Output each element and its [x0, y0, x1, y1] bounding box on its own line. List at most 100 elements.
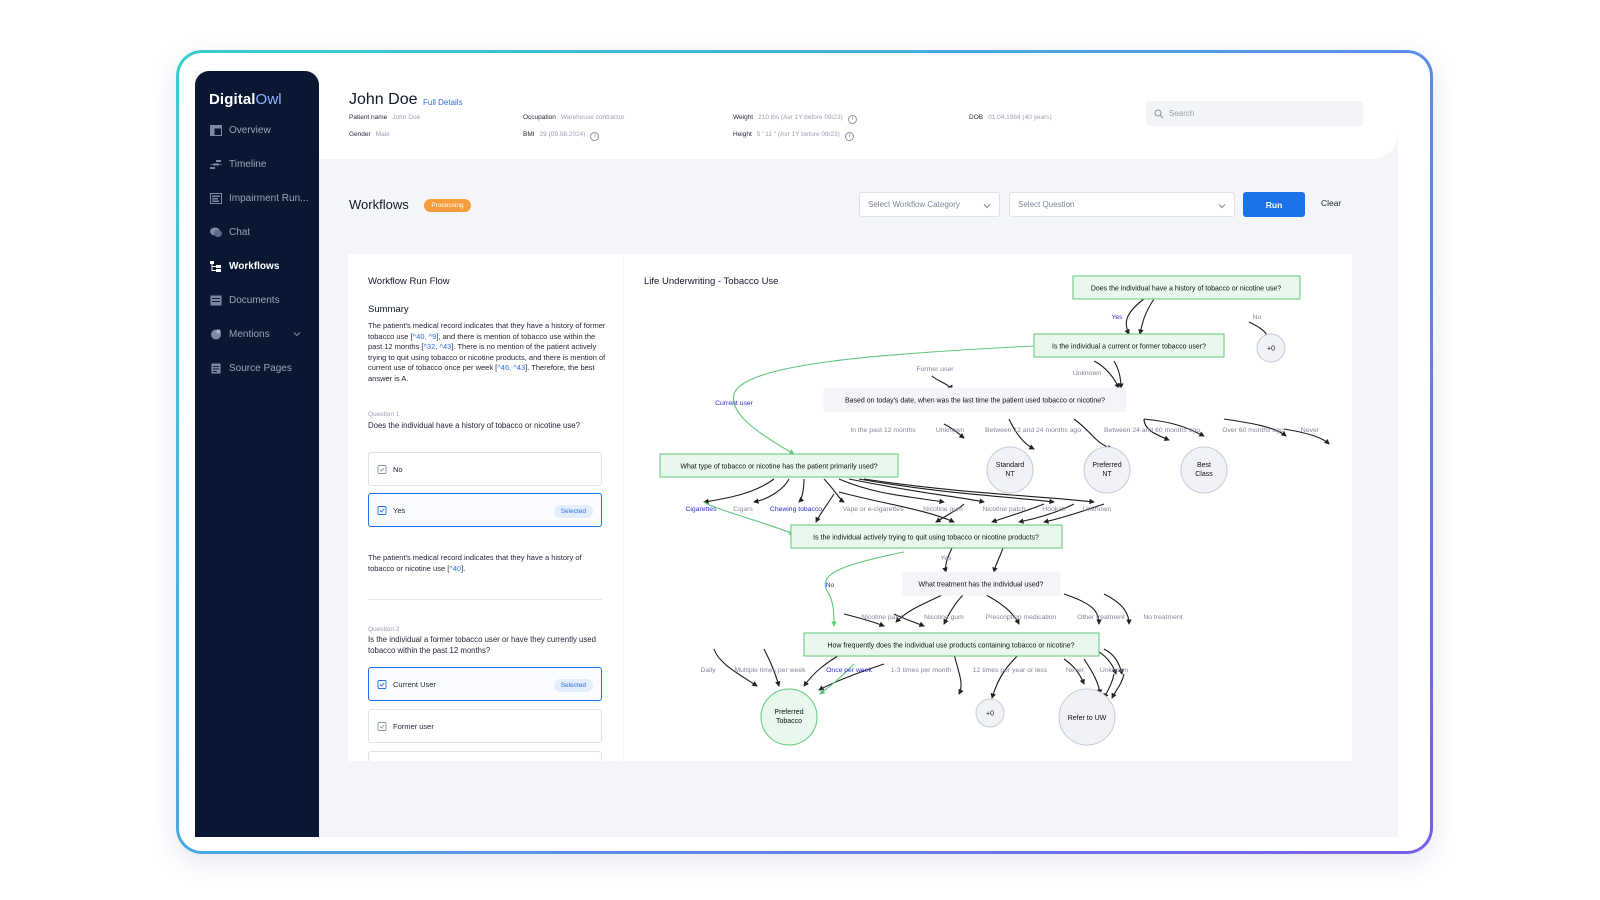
citation-link[interactable]: ^46, ^43 [497, 363, 526, 372]
question-select[interactable]: Select Question [1009, 192, 1235, 217]
edge-label: Yes [940, 555, 952, 562]
app-frame: DigitalOwl Overview Timeline Impairment … [176, 50, 1433, 854]
run-button[interactable]: Run [1243, 192, 1305, 217]
outcome-refer-to-uw[interactable]: Refer to UW [1058, 688, 1116, 746]
search-input[interactable]: Search [1146, 101, 1363, 126]
node-type-question[interactable]: What type of tobacco or nicotine has the… [659, 453, 899, 478]
node-frequency-question[interactable]: How frequently does the individual use p… [803, 632, 1100, 657]
citation-link[interactable]: ^32, ^43 [423, 342, 452, 351]
sidebar-item-documents[interactable]: Documents [195, 289, 319, 311]
sidebar-item-label: Chat [229, 226, 251, 238]
question-2-label: Question 2 [368, 626, 400, 633]
field-value: 01.04.1984 (40 years) [988, 114, 1052, 121]
sidebar-item-label: Overview [229, 124, 271, 136]
summary-part: The patient's medical record indicates t… [368, 321, 606, 341]
node-current-question[interactable]: Is the individual a current or former to… [1033, 333, 1225, 358]
q2-option-current-user[interactable]: Current User Selected [368, 667, 602, 701]
patient-header: John Doe Full Details Patient name John D… [319, 71, 1398, 159]
edge [1043, 503, 1105, 524]
q1-option-yes[interactable]: Yes Selected [368, 493, 602, 527]
edge-label: Nicotine gum [924, 614, 964, 621]
clear-button[interactable]: Clear [1321, 198, 1342, 208]
edge [1073, 418, 1113, 450]
node-treatment-question[interactable]: What treatment has the individual used? [902, 571, 1061, 596]
edge [1143, 418, 1205, 437]
status-badge: Processing [424, 199, 471, 212]
edge-label: No treatment [1143, 614, 1182, 621]
sidebar-item-chat[interactable]: Chat [195, 221, 319, 243]
patient-name-field: Patient name John Doe [349, 114, 420, 121]
sidebar: DigitalOwl Overview Timeline Impairment … [195, 71, 319, 837]
edge-label: Never [1301, 427, 1320, 434]
field-label: BMI [523, 131, 535, 138]
q1-option-no[interactable]: No [368, 452, 602, 486]
section-divider [368, 599, 602, 600]
outcome-label: NT [1102, 471, 1112, 478]
node-history-question[interactable]: Does the individual have a history of to… [1072, 275, 1301, 300]
q2-option-former-user[interactable]: Former user [368, 709, 602, 743]
sidebar-item-source-pages[interactable]: Source Pages [195, 357, 319, 379]
info-icon[interactable]: i [590, 132, 600, 141]
workflow-category-select[interactable]: Select Workflow Category [859, 192, 1000, 217]
field-value: Male [375, 131, 390, 138]
edge [1008, 418, 1035, 450]
sidebar-item-workflows[interactable]: Workflows [195, 255, 319, 277]
sidebar-item-mentions[interactable]: Mentions [195, 323, 319, 345]
edge [1124, 298, 1145, 335]
sidebar-item-impairment[interactable]: Impairment Run... [195, 187, 319, 209]
citation-link[interactable]: ^40, ^9 [412, 331, 437, 341]
impairment-icon [210, 192, 222, 204]
sidebar-item-label: Documents [229, 294, 280, 306]
sidebar-item-timeline[interactable]: Timeline [195, 153, 319, 175]
node-lasttime-question[interactable]: Based on today's date, when was the last… [823, 387, 1127, 412]
edge-label: Multiple times per week [734, 667, 806, 674]
edge-label: Hookah [1042, 506, 1066, 513]
edge-label: Unknown [936, 427, 965, 434]
node-quit-question[interactable]: Is the individual actively trying to qui… [790, 524, 1063, 549]
overview-icon [210, 124, 222, 136]
edge-label: 12 times per year or less [973, 667, 1048, 674]
timeline-icon [210, 159, 222, 169]
workflow-icon [210, 260, 221, 272]
info-icon[interactable]: i [844, 132, 854, 141]
info-icon[interactable]: i [847, 115, 857, 124]
edge-label: No [826, 582, 835, 589]
chevron-down-icon[interactable] [291, 328, 303, 340]
edge-label: Unknown [1073, 370, 1102, 377]
field-value: John Doe [392, 114, 421, 121]
field-label: DOB [969, 114, 984, 121]
edge-label: No [1253, 314, 1262, 321]
sidebar-item-overview[interactable]: Overview [195, 119, 319, 141]
summary-part: ]. There is no mention of the patient ac… [368, 342, 606, 372]
clipboard-check-icon [377, 680, 387, 689]
gender-field: Gender Male [349, 131, 390, 138]
edge [991, 503, 1045, 524]
edge-label: Never [1066, 667, 1085, 674]
sidebar-item-label: Impairment Run... [229, 192, 309, 204]
app-frame-inner: DigitalOwl Overview Timeline Impairment … [179, 53, 1430, 851]
outcome-label: Preferred [1092, 462, 1121, 469]
q2-option-more[interactable] [368, 751, 602, 761]
answer-part: The patient's medical record indicates t… [368, 553, 582, 573]
edge-label: Nicotine patch [861, 614, 904, 621]
field-label: Patient name [349, 114, 388, 121]
outcome-plus0-top[interactable]: +0 [1256, 333, 1286, 363]
outcome-label: Refer to UW [1068, 715, 1107, 722]
sidebar-item-label: Timeline [229, 158, 267, 170]
outcome-plus0-bottom[interactable]: +0 [975, 698, 1005, 728]
full-details-link[interactable]: Full Details [423, 98, 463, 107]
edge [1103, 673, 1115, 699]
select-placeholder: Select Question [1018, 200, 1075, 209]
edge [1111, 673, 1125, 699]
edge-label: Unknown [1100, 667, 1129, 674]
chevron-down-icon [983, 204, 991, 209]
field-label: Gender [349, 131, 371, 138]
citation-link[interactable]: ^40 [449, 563, 462, 573]
option-label: Current User [393, 679, 436, 689]
clipboard-check-icon [377, 465, 387, 474]
